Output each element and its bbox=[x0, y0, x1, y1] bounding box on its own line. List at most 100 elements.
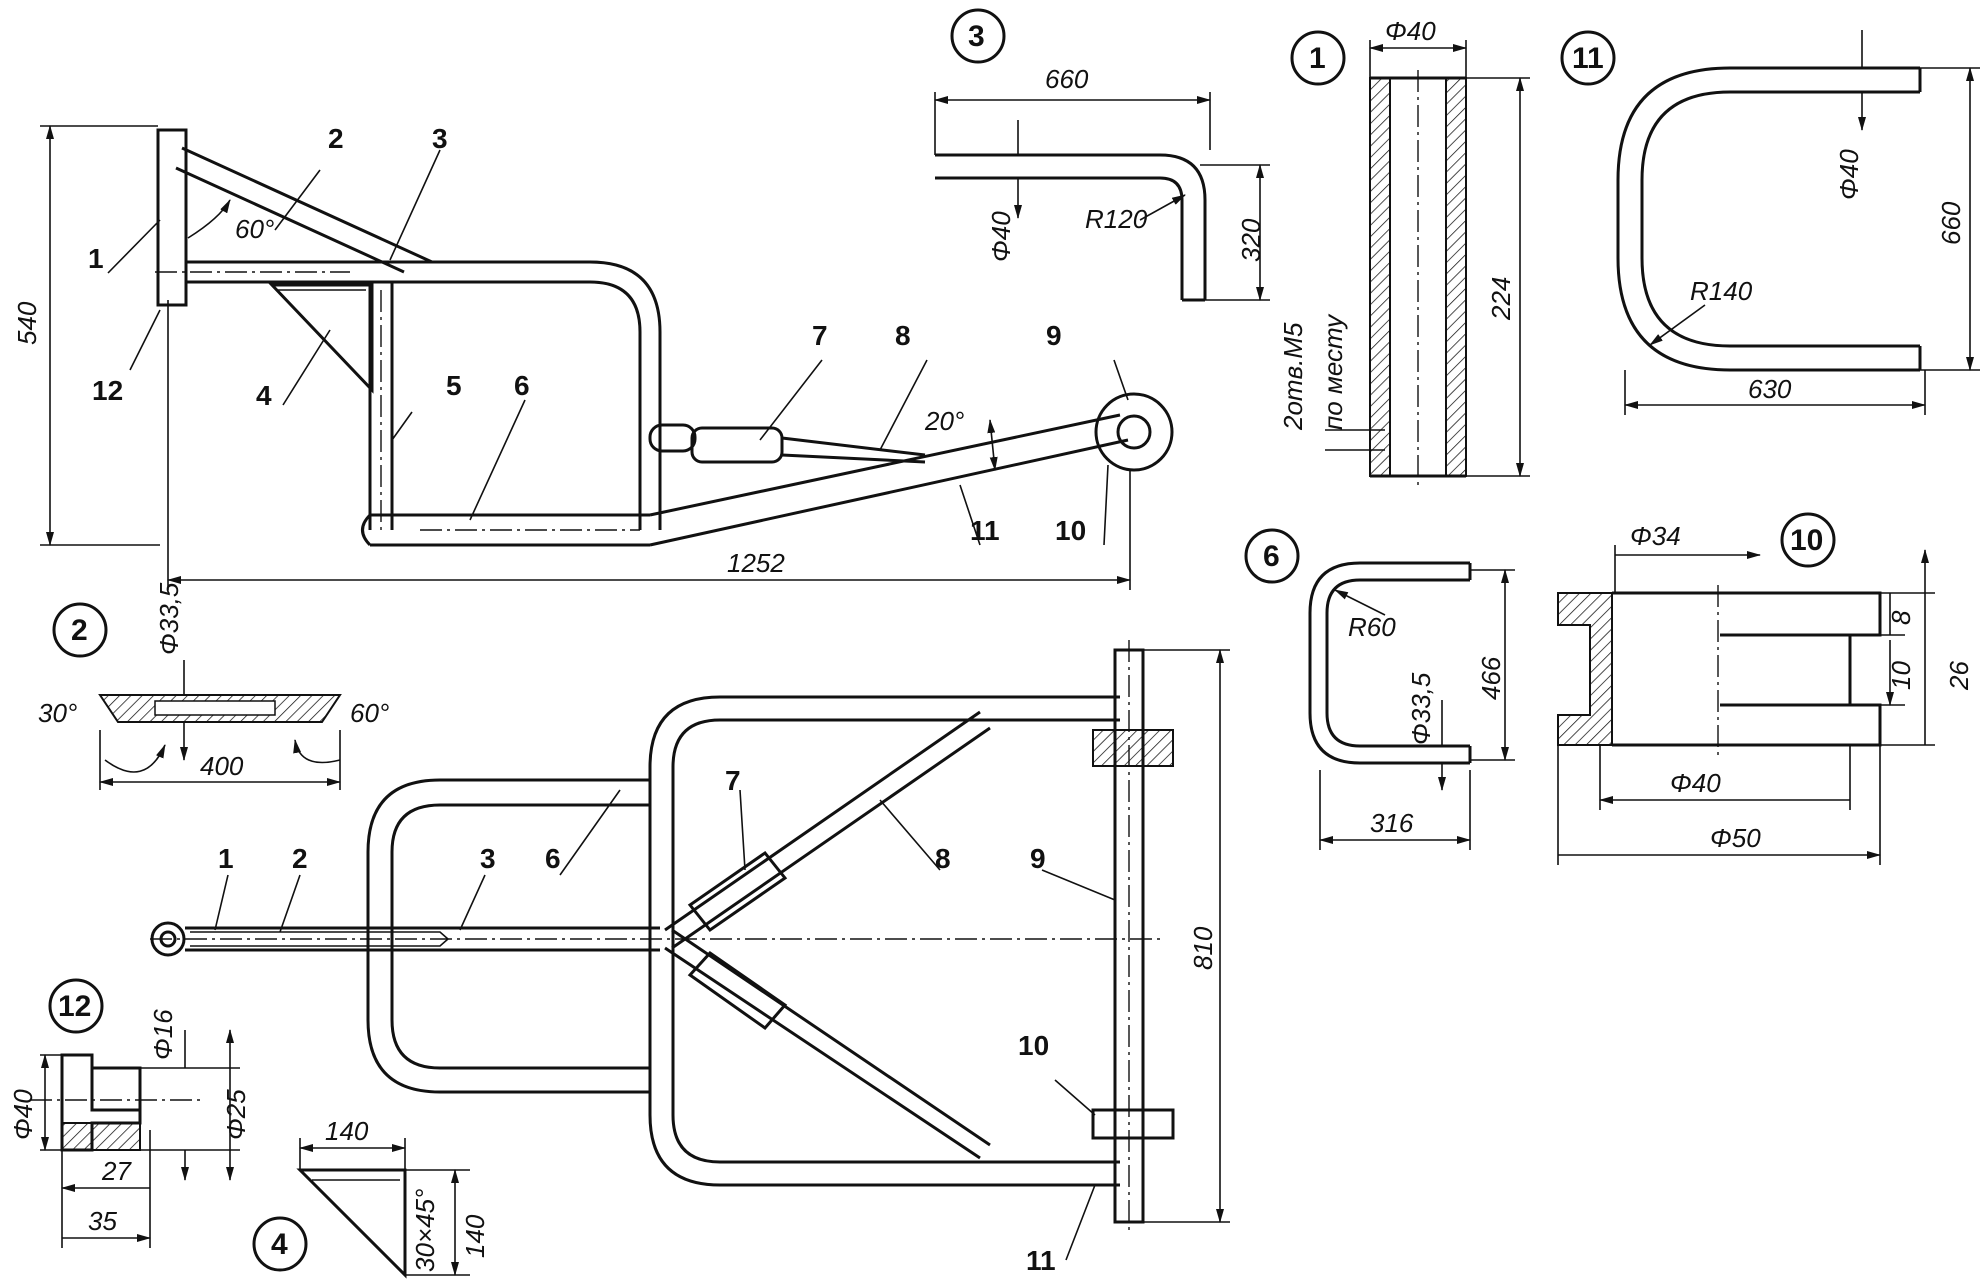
plan-label-3: 3 bbox=[480, 843, 496, 874]
side-label-4: 4 bbox=[256, 380, 272, 411]
detail-1: 1 Φ40 224 2отв.M5 по месту bbox=[1278, 16, 1530, 485]
detail-10-inner-d: Φ40 bbox=[1670, 768, 1721, 798]
detail-12-d-small: Φ16 bbox=[148, 1009, 178, 1060]
detail-10-section bbox=[1557, 592, 1613, 746]
detail-12: 12 Φ16 Φ40 Φ25 27 35 bbox=[8, 978, 251, 1248]
detail-12-d-mid: Φ25 bbox=[221, 1089, 251, 1140]
side-label-6: 6 bbox=[514, 370, 530, 401]
side-label-9: 9 bbox=[1046, 320, 1062, 351]
side-part-5-post bbox=[368, 282, 394, 530]
detail-11-diameter: Φ40 bbox=[1834, 149, 1864, 200]
plan-label-7: 7 bbox=[725, 765, 741, 796]
detail-10-badge-text: 10 bbox=[1790, 524, 1823, 557]
plan-label-9: 9 bbox=[1030, 843, 1046, 874]
detail-2-badge bbox=[52, 602, 108, 658]
detail-10-thick-top: 8 bbox=[1886, 610, 1916, 625]
detail-11-radius: R140 bbox=[1690, 276, 1753, 306]
side-label-10: 10 bbox=[1055, 515, 1086, 546]
detail-10-outer-d: Φ50 bbox=[1710, 823, 1761, 853]
detail-3-badge-text: 3 bbox=[968, 20, 985, 53]
detail-2-length: 400 bbox=[200, 751, 244, 781]
detail-3-radius: R120 bbox=[1085, 204, 1148, 234]
plan-part-7-shock-top bbox=[687, 850, 788, 933]
detail-4-width: 140 bbox=[325, 1116, 369, 1146]
plan-label-1: 1 bbox=[218, 843, 234, 874]
detail-3-diameter: Φ40 bbox=[986, 211, 1016, 262]
detail-12-len-a: 27 bbox=[101, 1156, 132, 1186]
plan-part-8-rod-bottom bbox=[664, 928, 991, 1160]
detail-11-tube bbox=[1616, 66, 1922, 372]
detail-11-width: 630 bbox=[1748, 374, 1792, 404]
detail-11: 11 Φ40 R140 660 630 bbox=[1560, 30, 1980, 415]
detail-10-thick-mid: 10 bbox=[1886, 661, 1916, 690]
detail-1-wall-left bbox=[1369, 77, 1391, 477]
detail-4-badge-text: 4 bbox=[271, 1228, 288, 1261]
side-label-11: 11 bbox=[970, 515, 1000, 546]
detail-11-badge bbox=[1560, 30, 1616, 86]
side-part-4-gusset bbox=[268, 283, 374, 394]
plan-part-8-rod-top bbox=[664, 710, 991, 950]
detail-6: 6 R60 Φ33,5 466 316 bbox=[1244, 528, 1515, 850]
side-dim-length: 1252 bbox=[727, 548, 785, 578]
side-part-1-plate bbox=[156, 128, 188, 307]
detail-11-height: 660 bbox=[1936, 201, 1966, 245]
detail-10-body bbox=[1612, 591, 1882, 747]
plan-part-10-hub-bottom bbox=[1091, 1108, 1175, 1140]
detail-10: 10 Φ34 8 10 26 Φ40 Φ50 bbox=[1557, 512, 1974, 865]
detail-1-wall-right bbox=[1445, 77, 1467, 477]
detail-11-badge-text: 11 bbox=[1572, 42, 1604, 75]
side-label-2: 2 bbox=[328, 123, 344, 154]
detail-6-badge-text: 6 bbox=[1263, 540, 1280, 573]
detail-10-inner-top: Φ34 bbox=[1630, 521, 1681, 551]
side-dim-angle-20: 20° bbox=[924, 406, 964, 436]
detail-1-badge-text: 1 bbox=[1309, 42, 1326, 75]
detail-6-badge bbox=[1244, 528, 1300, 584]
detail-4-height: 140 bbox=[460, 1214, 490, 1258]
detail-6-radius: R60 bbox=[1348, 612, 1396, 642]
detail-1-length: 224 bbox=[1486, 277, 1516, 321]
detail-6-width: 316 bbox=[1370, 808, 1414, 838]
detail-3: 3 660 Φ40 R120 320 bbox=[934, 8, 1270, 302]
plan-part-6-frame bbox=[366, 778, 650, 1094]
detail-3-length: 660 bbox=[1045, 64, 1089, 94]
plan-part-3-tube bbox=[185, 926, 660, 952]
detail-4-plate bbox=[296, 1168, 407, 1279]
detail-12-badge-text: 12 bbox=[58, 990, 91, 1023]
detail-12-badge bbox=[48, 978, 104, 1034]
side-label-12: 12 bbox=[92, 375, 123, 406]
side-label-7: 7 bbox=[812, 320, 828, 351]
detail-1-badge bbox=[1290, 30, 1346, 86]
side-part-7-shock bbox=[690, 426, 784, 464]
side-label-5: 5 bbox=[446, 370, 462, 401]
plan-view: 1 2 3 6 7 8 9 10 11 810 bbox=[150, 640, 1230, 1276]
plan-part-11-arm bbox=[648, 695, 1120, 1187]
detail-4-chamfer: 30×45° bbox=[410, 1189, 440, 1272]
side-label-3: 3 bbox=[432, 123, 448, 154]
detail-6-tube bbox=[1308, 561, 1472, 765]
detail-12-section bbox=[61, 1122, 141, 1151]
detail-2: 2 Φ33,5 30° 60° 400 bbox=[38, 582, 389, 790]
side-part-7-shock-end bbox=[648, 423, 697, 453]
side-label-8: 8 bbox=[895, 320, 911, 351]
side-part-8-rod bbox=[781, 436, 926, 464]
detail-2-badge-text: 2 bbox=[71, 614, 88, 647]
side-part-6-tube bbox=[361, 513, 650, 547]
plan-label-6: 6 bbox=[545, 843, 561, 874]
side-part-11-arm bbox=[649, 413, 1129, 547]
side-dim-angle-60: 60° bbox=[235, 214, 274, 244]
side-label-1: 1 bbox=[88, 243, 104, 274]
plan-part-7-shock-bottom bbox=[687, 951, 788, 1031]
detail-4-badge bbox=[252, 1216, 308, 1272]
detail-3-height: 320 bbox=[1236, 218, 1266, 262]
detail-2-angle-60: 60° bbox=[350, 698, 389, 728]
plan-label-2: 2 bbox=[292, 843, 308, 874]
detail-12-d-outer: Φ40 bbox=[8, 1089, 38, 1140]
detail-12-len-b: 35 bbox=[88, 1206, 117, 1236]
plan-label-8: 8 bbox=[935, 843, 951, 874]
detail-6-diameter: Φ33,5 bbox=[1406, 672, 1436, 745]
detail-2-diameter: Φ33,5 bbox=[154, 582, 184, 655]
side-part-3-tube bbox=[186, 260, 662, 530]
detail-3-tube bbox=[935, 153, 1207, 302]
detail-3-badge bbox=[950, 8, 1006, 64]
